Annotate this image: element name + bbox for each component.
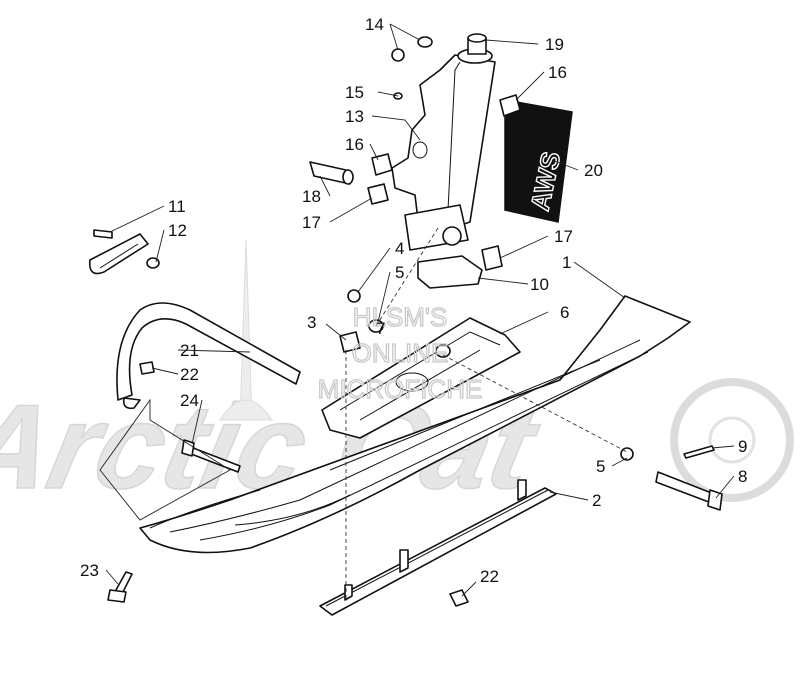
callout-16: 16 bbox=[548, 63, 567, 82]
ski-handle bbox=[116, 302, 301, 410]
spindle bbox=[391, 33, 496, 251]
watermark-line-2: ONLINE bbox=[352, 338, 449, 368]
callout-9: 9 bbox=[738, 437, 747, 456]
callout-5: 5 bbox=[395, 263, 404, 282]
watermark-line-1: HLSM'S bbox=[353, 302, 448, 332]
wear-bar bbox=[319, 479, 557, 616]
ski-saddle bbox=[321, 317, 521, 439]
callout-15: 15 bbox=[345, 83, 364, 102]
aws-decal: AWS bbox=[504, 99, 573, 223]
bushing-16a bbox=[499, 94, 521, 117]
callout-14: 14 bbox=[365, 15, 384, 34]
callout-22: 22 bbox=[180, 365, 199, 384]
callout-3: 3 bbox=[307, 313, 316, 332]
callout-17-right: 17 bbox=[554, 227, 573, 246]
callout-labels: 14 19 16 15 13 16 20 18 17 11 12 4 17 1 … bbox=[80, 15, 747, 586]
callout-18: 18 bbox=[302, 187, 321, 206]
watermark-line-3: MICROFICHE bbox=[318, 374, 483, 404]
watermark-text: HLSM'S ONLINE MICROFICHE bbox=[317, 301, 483, 404]
callout-16-lower: 16 bbox=[345, 135, 364, 154]
callout-1: 1 bbox=[562, 253, 571, 272]
callout-7: 7 bbox=[376, 319, 385, 338]
callout-10: 10 bbox=[530, 275, 549, 294]
callout-8: 8 bbox=[738, 467, 747, 486]
callout-12: 12 bbox=[168, 221, 187, 240]
callout-22-lower: 22 bbox=[480, 567, 499, 586]
callout-21: 21 bbox=[180, 341, 199, 360]
callout-4: 4 bbox=[395, 239, 404, 258]
ski-body bbox=[139, 295, 691, 554]
callout-2: 2 bbox=[592, 491, 601, 510]
bushing-17b bbox=[481, 245, 503, 271]
watermark-wheel-icon bbox=[670, 378, 794, 502]
callout-20: 20 bbox=[584, 161, 603, 180]
leader-lines bbox=[99, 23, 735, 600]
bushing-16b bbox=[371, 153, 393, 176]
callout-17: 17 bbox=[302, 213, 321, 232]
callout-23: 23 bbox=[80, 561, 99, 580]
watermark-spire-icon bbox=[239, 239, 253, 421]
callout-5-lower: 5 bbox=[596, 457, 605, 476]
callout-19: 19 bbox=[545, 35, 564, 54]
bushing-17a bbox=[367, 183, 389, 205]
callout-13: 13 bbox=[345, 107, 364, 126]
callout-6: 6 bbox=[560, 303, 569, 322]
stopper-10 bbox=[417, 255, 483, 289]
callout-24: 24 bbox=[180, 391, 199, 410]
callout-11: 11 bbox=[168, 197, 186, 216]
